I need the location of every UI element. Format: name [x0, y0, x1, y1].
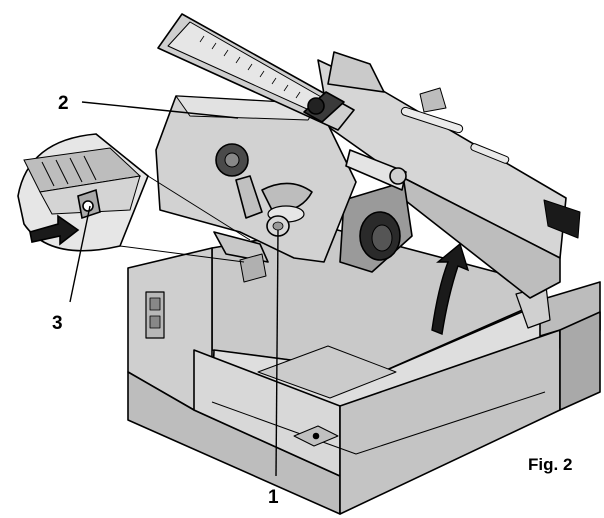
- leader-line-2: [81, 101, 239, 119]
- lift-arrow: [431, 242, 470, 335]
- callout-1: 1: [268, 487, 279, 508]
- scale-ticks: [199, 35, 301, 99]
- base-housing: [127, 227, 601, 515]
- lifted-table: [155, 13, 581, 299]
- figure-caption: Fig. 2: [528, 455, 572, 474]
- leader-lines: [69, 101, 279, 477]
- detail-inset: [17, 133, 251, 263]
- leader-line-3: [69, 205, 91, 303]
- callout-3: 3: [52, 313, 63, 334]
- callout-2: 2: [58, 93, 69, 114]
- leader-line-1: [275, 229, 279, 477]
